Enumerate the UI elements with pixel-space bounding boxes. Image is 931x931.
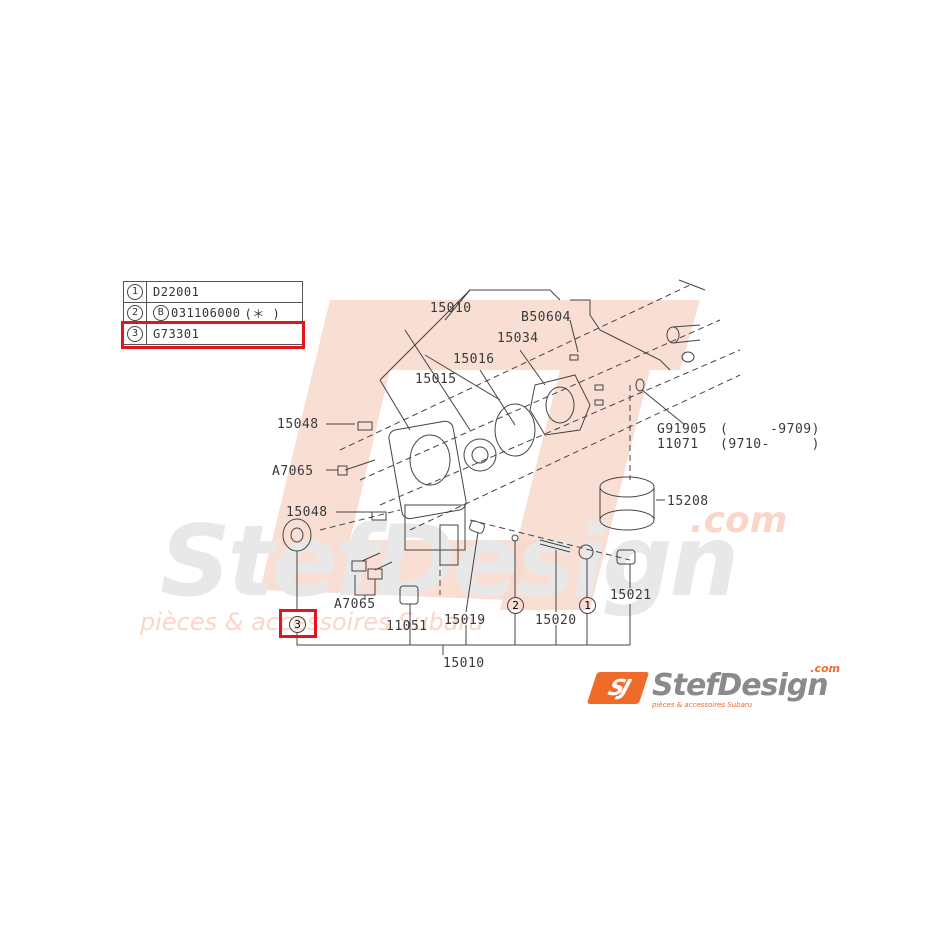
label-15021: 15021 (610, 588, 652, 603)
logo-tagline: pièces & accessoires Subaru (652, 701, 753, 709)
highlight-callout-3 (279, 609, 317, 638)
label-15020: 15020 (535, 613, 577, 628)
label-15019: 15019 (444, 613, 486, 628)
watermark-com: .com (690, 500, 788, 541)
label-g91905-range: ( -9709) (720, 422, 820, 437)
label-g91905: G91905 (657, 422, 707, 437)
callout-number: 3 (127, 326, 143, 342)
label-11071: 11071 (657, 437, 699, 452)
label-15048-a: 15048 (277, 417, 319, 432)
watermark-sub: pièces & accessoires Subaru (140, 608, 484, 636)
label-15034: 15034 (497, 331, 539, 346)
callout-number: 1 (127, 284, 143, 300)
label-15016: 15016 (453, 352, 495, 367)
watermark-text: StefDesign (160, 505, 739, 619)
bolt-b-marker: B (153, 305, 169, 321)
callout-2: 2 (507, 597, 524, 614)
label-15010-bottom: 15010 (443, 656, 485, 671)
callout-1: 1 (579, 597, 596, 614)
label-15048-b: 15048 (286, 505, 328, 520)
part-legend-table: 1 D22001 2 B 031106000 (＊ ) 3 G73301 (123, 281, 303, 345)
label-a7065-a: A7065 (272, 464, 314, 479)
legend-part-number: B 031106000 (＊ ) (147, 303, 280, 323)
legend-part-number: G73301 (153, 327, 200, 341)
label-a7065-b: A7065 (334, 597, 376, 612)
callout-number: 2 (127, 305, 143, 321)
legend-row-2: 2 B 031106000 (＊ ) (124, 302, 302, 323)
legend-row-1: 1 D22001 (124, 282, 302, 302)
legend-part-number: D22001 (153, 285, 200, 299)
label-15208: 15208 (667, 494, 709, 509)
label-11051: 11051 (386, 619, 428, 634)
highlight-legend-row-3 (121, 321, 305, 349)
label-11071-range: (9710- ) (720, 437, 820, 452)
logo-name: StefDesign (652, 668, 829, 703)
callout-3: 3 (289, 616, 306, 633)
label-b50604: B50604 (521, 310, 571, 325)
label-15015: 15015 (415, 372, 457, 387)
logo-com: .com (810, 662, 840, 675)
label-15010-top: 15010 (430, 301, 472, 316)
sj-logo-mark: SJ (586, 672, 650, 704)
stefdesign-logo: SJ StefDesign .com pièces & accessoires … (586, 662, 842, 712)
